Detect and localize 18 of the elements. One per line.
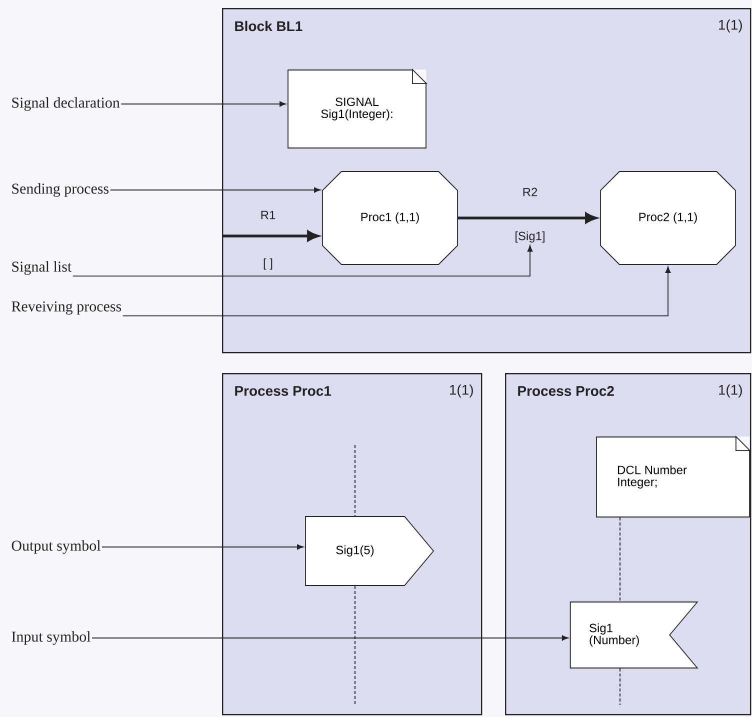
connector-line	[354, 585, 356, 706]
annotation-label: Sending process	[12, 183, 109, 197]
arrow	[110, 187, 321, 193]
process-box: Proc1 (1,1)	[322, 171, 458, 265]
arrow	[120, 101, 286, 107]
process-box: Proc2 (1,1)	[600, 171, 736, 265]
arrow	[92, 635, 568, 641]
arrow	[72, 245, 533, 276]
arrow	[122, 266, 671, 316]
annotation-label: Input symbol	[12, 631, 90, 645]
annotation-label: Signal list	[12, 261, 72, 275]
arrow	[102, 544, 304, 550]
signal-list: [ ]	[264, 258, 272, 270]
signal-list: [Sig1]	[516, 231, 544, 243]
annotation-label: Signal declaration	[12, 97, 120, 111]
annotation-label: Output symbol	[12, 540, 100, 554]
connector-line	[354, 444, 356, 517]
annotation-label: Reveiving process	[12, 301, 122, 315]
